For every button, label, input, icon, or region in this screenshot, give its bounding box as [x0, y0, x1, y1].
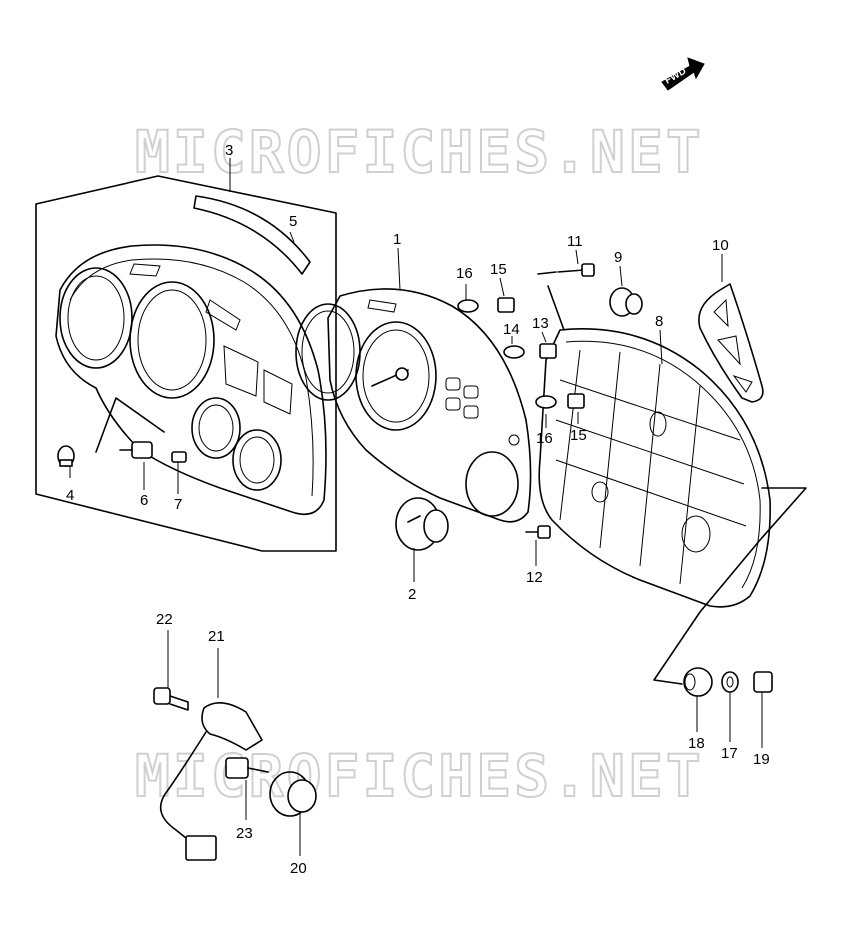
- part-16-bulb-lower: [535, 395, 557, 409]
- callout-20: 20: [290, 860, 307, 877]
- callout-4: 4: [66, 487, 74, 504]
- part-17-washer: [721, 671, 739, 693]
- callout-12: 12: [526, 569, 543, 586]
- leader-11-to-case: [537, 271, 565, 331]
- part-21-harness: [159, 702, 263, 861]
- callout-10: 10: [712, 237, 729, 254]
- fwd-arrow-icon: FWD: [661, 57, 705, 91]
- part-20-gear: [269, 771, 317, 817]
- callout-21: 21: [208, 628, 225, 645]
- part-4-bulb: [57, 445, 75, 467]
- callout-15-top: 15: [490, 261, 507, 278]
- callout-11: 11: [567, 233, 583, 250]
- part-19-nut: [753, 671, 773, 693]
- part-15-bulb-top: [497, 297, 515, 313]
- callout-1: 1: [393, 231, 401, 248]
- callout-16-lower: 16: [536, 430, 553, 447]
- part-8-lower-case: [538, 328, 771, 608]
- callout-6: 6: [140, 492, 148, 509]
- part-13-bulb: [539, 343, 557, 359]
- part-23-sensor: [225, 757, 269, 779]
- callout-17: 17: [721, 745, 738, 762]
- callout-3: 3: [225, 142, 233, 159]
- callout-9: 9: [614, 249, 622, 266]
- part-11-screw: [557, 263, 595, 277]
- part-12-screw: [525, 525, 551, 539]
- part-2-bulb-socket: [395, 497, 449, 551]
- callout-16-top: 16: [456, 265, 473, 282]
- callout-2: 2: [408, 586, 416, 603]
- callout-8: 8: [655, 313, 663, 330]
- part-7-bulb: [171, 451, 187, 463]
- watermark-bottom: MICROFICHES.NET: [135, 742, 704, 810]
- leader-cover-small-parts: [95, 397, 165, 453]
- part-16-bulb-top: [457, 299, 479, 313]
- group-outline-cover: [35, 175, 337, 552]
- leader-lines: [69, 158, 763, 856]
- part-3-meter-cover: [55, 244, 327, 516]
- part-5-trim-strip: [193, 195, 311, 275]
- part-22-bolt: [153, 687, 189, 711]
- part-14-bulb: [503, 345, 525, 359]
- callout-15-lower: 15: [570, 427, 587, 444]
- leader-mounts: [653, 487, 807, 685]
- callout-13: 13: [532, 315, 549, 332]
- callout-23: 23: [236, 825, 253, 842]
- callout-19: 19: [753, 751, 770, 768]
- part-6-bulb-socket: [119, 441, 153, 459]
- part-10-mount-bracket: [698, 283, 764, 403]
- callout-14: 14: [503, 321, 520, 338]
- callout-7: 7: [174, 496, 182, 513]
- callout-labels: 1 2 3 4 5 6 7 8 9 10 11 12 13 14 15 15 1…: [66, 142, 770, 877]
- part-15-bulb-lower: [567, 393, 585, 409]
- part-9-grommet: [609, 287, 643, 317]
- callout-5: 5: [289, 213, 297, 230]
- watermark-top: MICROFICHES.NET: [135, 118, 704, 186]
- callout-18: 18: [688, 735, 705, 752]
- part-1-meter-case: [295, 288, 532, 523]
- callout-22: 22: [156, 611, 173, 628]
- part-18-damper: [683, 667, 713, 697]
